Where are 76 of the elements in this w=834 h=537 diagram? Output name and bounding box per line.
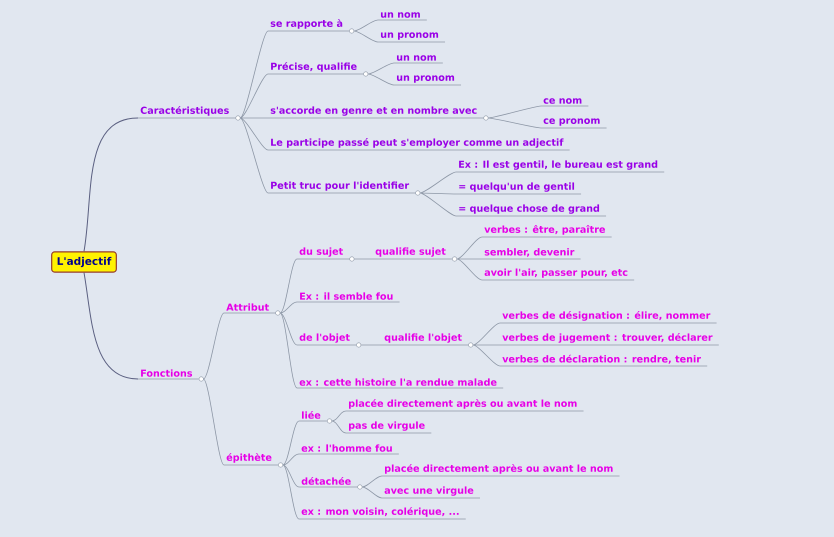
branch-line xyxy=(203,378,224,466)
topic-label: qualifie l'objet xyxy=(382,333,474,348)
branch-line xyxy=(282,464,300,488)
topic-label: verbes de déclaration : rendre, tenir xyxy=(500,354,708,366)
branch-line xyxy=(456,258,482,260)
topic-label: sembler, devenir xyxy=(482,248,582,260)
topic-label: = quelqu'un de gentil xyxy=(456,182,582,194)
topic-label: se rapporte à xyxy=(268,19,354,34)
topic-label: s'accorde en genre et en nombre avec xyxy=(268,106,488,120)
branch-line xyxy=(353,20,378,32)
topic-label: verbes de désignation : élire, nommer xyxy=(500,311,717,324)
topic-label: un nom xyxy=(378,12,428,20)
topic-label: un pronom xyxy=(394,75,462,86)
branch-line xyxy=(420,192,456,216)
branch-line xyxy=(488,118,542,128)
topic-label: Caractéristiques xyxy=(138,106,240,120)
branch-line xyxy=(240,30,268,118)
branch-line xyxy=(362,486,382,498)
branch-line xyxy=(282,454,300,466)
topic-label: verbes de jugement : trouver, déclarer xyxy=(500,333,720,346)
branch-line xyxy=(240,118,268,150)
topic-label: Ex : Il est gentil, le bureau est grand xyxy=(456,160,665,172)
topic-label: un pronom xyxy=(378,32,446,42)
branch-line xyxy=(456,258,482,280)
branch-line xyxy=(84,272,138,380)
branch-line xyxy=(240,118,268,194)
topic-label: détachée xyxy=(298,476,362,490)
topic-label: Précise, qualifie xyxy=(268,62,368,76)
branch-line xyxy=(203,312,224,380)
branch-line xyxy=(368,62,394,74)
topic-label: placée directement après ou avant le nom xyxy=(346,399,584,412)
topic-label: avoir l'air, passer pour, etc xyxy=(482,268,635,280)
topic-label: Attribut xyxy=(224,303,280,316)
branch-line xyxy=(331,410,346,422)
branch-line xyxy=(488,106,542,118)
topic-label: placée directement après ou avant le nom xyxy=(382,464,620,476)
branch-line xyxy=(240,74,268,118)
topic-label: Le participe passé peut s'employer comme un adjectif xyxy=(268,138,570,150)
topic-label: liée xyxy=(298,410,332,424)
topic-label: du sujet xyxy=(296,247,354,262)
topic-label: un nom xyxy=(394,55,444,64)
root-box: L'adjectif xyxy=(51,251,117,273)
branch-line xyxy=(280,302,298,314)
branch-line xyxy=(280,312,298,346)
topic-label: de l'objet xyxy=(296,333,362,348)
topic-label: avec une virgule xyxy=(382,486,480,498)
topic-label: ex : mon voisin, colérique, ... xyxy=(298,507,466,520)
topic-label: Fonctions xyxy=(138,369,204,382)
branch-line xyxy=(280,258,298,314)
branch-line xyxy=(354,258,374,260)
topic-label: Ex : il semble fou xyxy=(296,292,400,302)
topic-label: verbes : être, paraître xyxy=(482,225,612,238)
branch-line xyxy=(420,172,456,194)
topic-label: ce pronom xyxy=(540,118,607,128)
branch-line xyxy=(331,420,346,434)
topic-label: = quelque chose de grand xyxy=(456,204,606,216)
branch-line xyxy=(360,344,382,346)
topic-label: ce nom xyxy=(540,98,589,106)
topic-label: ex : cette histoire l'a rendue malade xyxy=(296,378,504,388)
branch-line xyxy=(472,322,500,346)
topic-label: épithète xyxy=(224,453,284,468)
branch-line xyxy=(368,74,394,86)
branch-line xyxy=(84,118,138,252)
topic-label: qualifie sujet xyxy=(372,247,458,262)
topic-label: ex : l'homme fou xyxy=(298,444,400,454)
branch-line xyxy=(472,344,500,366)
branch-line xyxy=(353,30,378,42)
branch-line xyxy=(280,312,298,388)
branch-line xyxy=(420,192,456,194)
branch-line xyxy=(362,476,382,488)
topic-label: pas de virgule xyxy=(346,421,432,434)
topic-label: Petit truc pour l'identifier xyxy=(268,182,420,196)
branch-line xyxy=(282,464,300,520)
branch-line xyxy=(282,420,300,466)
branch-line xyxy=(472,344,500,346)
branch-line xyxy=(456,236,482,260)
